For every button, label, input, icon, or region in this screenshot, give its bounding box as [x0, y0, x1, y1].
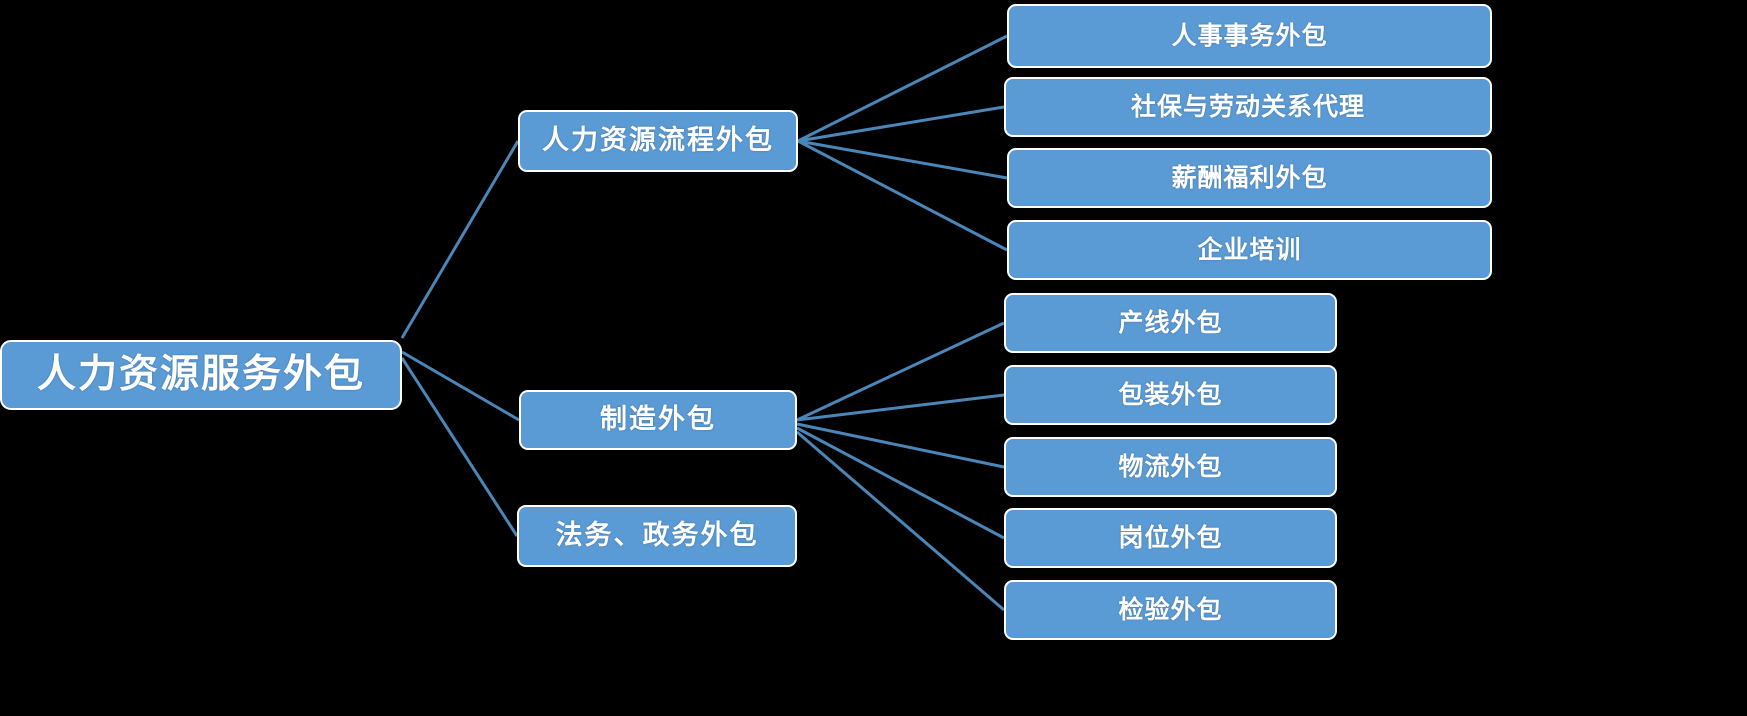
node-position-outsourcing[interactable]: 岗位外包 — [1004, 508, 1337, 568]
node-position-outsourcing-label: 岗位外包 — [1118, 523, 1223, 553]
connector-line — [797, 105, 1005, 143]
node-social-insurance-labor-agency-label: 社保与劳动关系代理 — [1130, 92, 1365, 122]
node-packaging-outsourcing[interactable]: 包装外包 — [1004, 365, 1337, 425]
node-compensation-benefits-outsourcing[interactable]: 薪酬福利外包 — [1007, 148, 1492, 208]
node-personnel-affairs-outsourcing-label: 人事事务外包 — [1171, 21, 1328, 51]
connector-line — [796, 393, 1005, 422]
node-production-line-outsourcing-label: 产线外包 — [1118, 308, 1223, 338]
connector-line — [797, 34, 1008, 143]
node-hr-process-outsourcing-label: 人力资源流程外包 — [542, 125, 774, 157]
connector-line — [400, 357, 519, 537]
node-legal-government-outsourcing-label: 法务、政务外包 — [555, 520, 759, 552]
node-inspection-outsourcing-label: 检验外包 — [1118, 595, 1223, 625]
node-legal-government-outsourcing[interactable]: 法务、政务外包 — [517, 505, 797, 567]
connector-line — [400, 140, 520, 339]
node-compensation-benefits-outsourcing-label: 薪酬福利外包 — [1171, 163, 1328, 193]
node-root-label: 人力资源服务外包 — [36, 351, 365, 397]
node-corporate-training[interactable]: 企业培训 — [1007, 220, 1492, 280]
node-manufacturing-outsourcing[interactable]: 制造外包 — [519, 390, 797, 450]
connector-line — [797, 139, 1008, 252]
node-personnel-affairs-outsourcing[interactable]: 人事事务外包 — [1007, 4, 1492, 68]
node-corporate-training-label: 企业培训 — [1197, 235, 1302, 265]
node-packaging-outsourcing-label: 包装外包 — [1118, 380, 1223, 410]
node-production-line-outsourcing[interactable]: 产线外包 — [1004, 293, 1337, 353]
node-hr-process-outsourcing[interactable]: 人力资源流程外包 — [518, 110, 798, 172]
connector-line — [796, 321, 1005, 422]
node-logistics-outsourcing-label: 物流外包 — [1118, 452, 1223, 482]
node-root[interactable]: 人力资源服务外包 — [0, 340, 402, 410]
node-social-insurance-labor-agency[interactable]: 社保与劳动关系代理 — [1004, 77, 1492, 137]
node-logistics-outsourcing[interactable]: 物流外包 — [1004, 437, 1337, 497]
connector-line — [401, 350, 520, 422]
node-manufacturing-outsourcing-label: 制造外包 — [600, 404, 716, 436]
connector-line — [796, 426, 1005, 540]
connector-line — [796, 430, 1005, 612]
node-inspection-outsourcing[interactable]: 检验外包 — [1004, 580, 1337, 640]
connector-line — [796, 422, 1005, 469]
connector-line — [797, 139, 1008, 180]
